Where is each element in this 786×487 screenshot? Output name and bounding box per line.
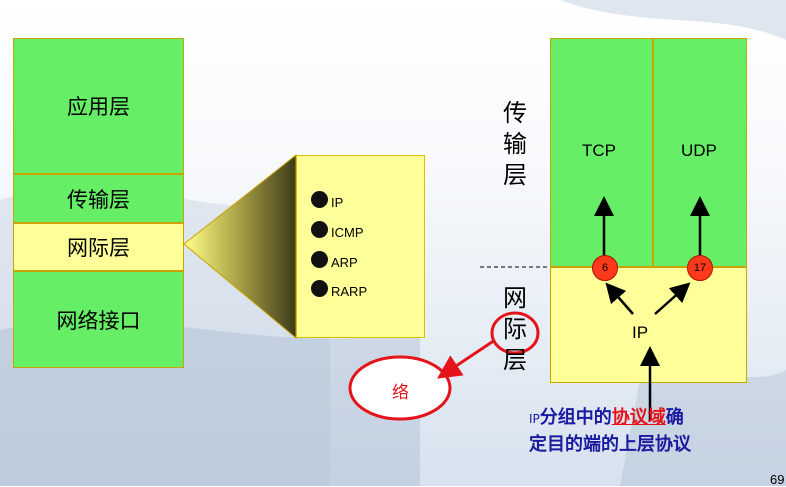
protocol-list: IP ICMP ARP RARP	[296, 155, 425, 338]
tcp-box	[550, 38, 653, 267]
tcp-label: TCP	[582, 141, 616, 160]
bullet-icon	[311, 191, 328, 208]
transport-layer-box: 传输层	[13, 174, 184, 223]
list-item: ICMP	[311, 221, 364, 241]
app-layer-box: 应用层	[13, 38, 184, 174]
bullet-icon	[311, 251, 328, 268]
list-item: ARP	[311, 251, 358, 271]
internet-layer-label: 网际层	[67, 236, 130, 260]
bullet-icon	[311, 221, 328, 238]
annotation-text: 络	[392, 383, 409, 403]
netif-layer-label: 网络接口	[56, 308, 141, 333]
udp-protocol-number: 17	[687, 255, 713, 281]
caption-line-2: 定目的端的上层协议	[529, 434, 691, 455]
udp-label: UDP	[681, 141, 717, 160]
bullet-icon	[311, 280, 328, 297]
caption-line-1: IP分组中的协议域确	[529, 407, 684, 428]
page-number: 69	[770, 472, 785, 487]
ip-label: IP	[632, 323, 649, 342]
transport-vertical-label: 传 输 层	[503, 99, 527, 189]
tcp-protocol-number: 6	[592, 255, 618, 281]
highlight-protocol-field: 协议域	[611, 407, 666, 428]
transport-layer-label: 传输层	[67, 187, 130, 212]
app-layer-label: 应用层	[67, 95, 130, 119]
list-item: IP	[311, 191, 343, 211]
internet-vertical-label: 网 际 层	[503, 284, 527, 374]
list-item: RARP	[311, 280, 367, 300]
internet-layer-box: 网际层	[13, 223, 184, 271]
netif-layer-box: 网络接口	[13, 271, 184, 368]
